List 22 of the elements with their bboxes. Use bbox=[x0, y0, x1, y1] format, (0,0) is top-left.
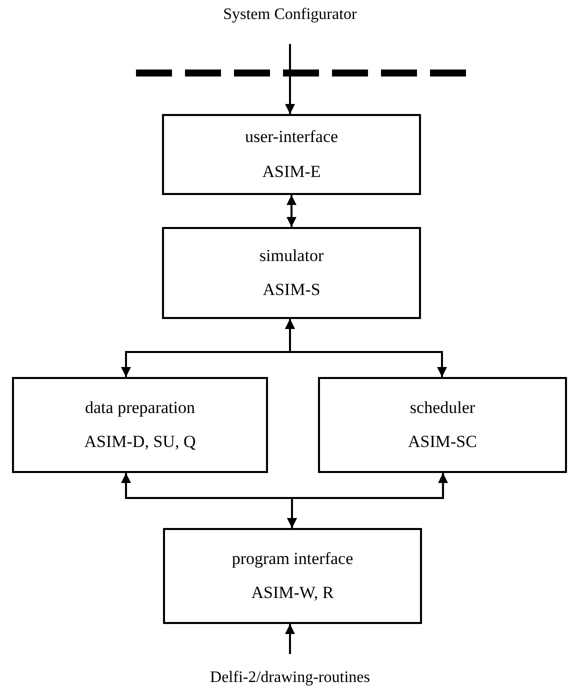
process-box bbox=[162, 227, 421, 319]
source-label: System Configurator bbox=[223, 5, 357, 25]
process-box bbox=[162, 114, 421, 195]
module-code: ASIM-W, R bbox=[251, 583, 334, 604]
module-code: ASIM-E bbox=[262, 162, 321, 182]
arrow bbox=[285, 624, 295, 654]
arrow bbox=[286, 195, 296, 227]
process-box bbox=[318, 377, 567, 473]
module-code: ASIM-SC bbox=[408, 432, 477, 452]
box-title: scheduler bbox=[410, 398, 476, 418]
box-title: data preparation bbox=[85, 398, 195, 418]
module-code: ASIM-S bbox=[262, 280, 320, 300]
source-label: Delfi-2/drawing-routines bbox=[210, 668, 370, 688]
box-title: simulator bbox=[259, 246, 324, 266]
arrow bbox=[287, 473, 448, 528]
box-title: program interface bbox=[232, 548, 354, 569]
process-box bbox=[163, 528, 422, 624]
arrow bbox=[285, 44, 295, 114]
module-code: ASIM-D, SU, Q bbox=[84, 432, 196, 452]
process-box bbox=[12, 377, 268, 473]
arrow bbox=[285, 319, 447, 377]
box-title: user-interface bbox=[244, 127, 338, 148]
